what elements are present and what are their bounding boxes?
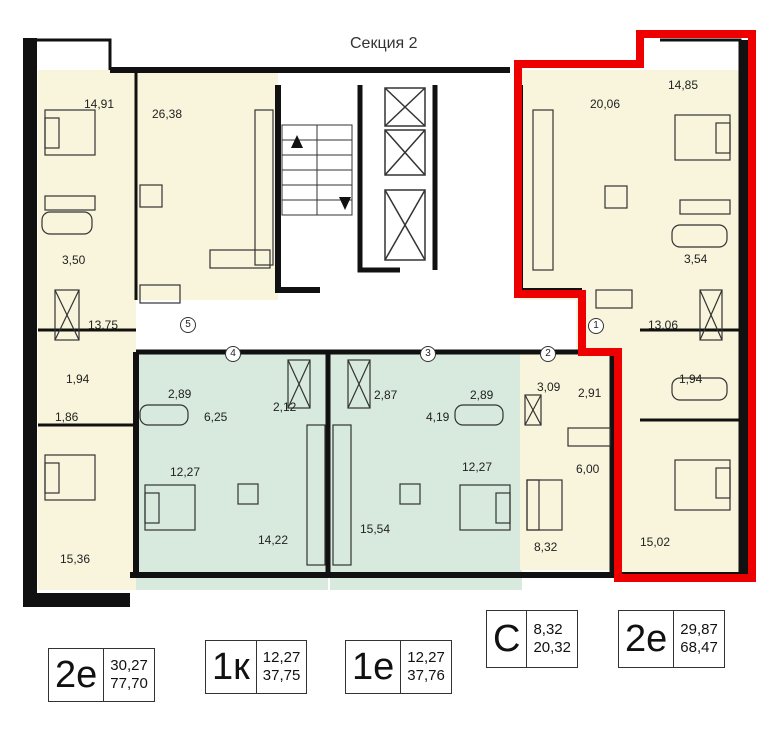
apartment-1k-fill xyxy=(136,352,328,590)
living-area: 12,27 xyxy=(262,649,301,666)
bathtubs xyxy=(41,211,728,426)
room-area-label: 15,02 xyxy=(640,535,671,549)
entrance-number-badge: 2 xyxy=(540,346,556,362)
kitchens xyxy=(209,109,611,566)
room-area-label: 6,25 xyxy=(204,410,228,424)
room-area-label: 14,91 xyxy=(84,97,115,111)
apartment-type: 2е xyxy=(619,611,675,667)
entrance-number-badge: 3 xyxy=(420,346,436,362)
core-fill xyxy=(278,70,518,340)
total-area: 20,32 xyxy=(533,639,571,656)
room-area-label: 20,06 xyxy=(590,97,621,111)
room-area-label: 15,36 xyxy=(60,552,91,566)
studio-sofa xyxy=(526,479,563,531)
apartment-legend-1e: 1е 12,27 37,76 xyxy=(345,640,452,694)
apartment-type: 1к xyxy=(206,641,257,693)
living-area: 12,27 xyxy=(407,649,445,666)
room-area-label: 3,09 xyxy=(537,380,561,394)
room-area-label: 1,94 xyxy=(66,372,90,386)
room-area-label: 8,32 xyxy=(534,540,558,554)
living-area: 30,27 xyxy=(110,657,148,674)
room-area-label: 2,91 xyxy=(578,386,602,400)
walls xyxy=(23,38,751,607)
entrance-number-badge: 4 xyxy=(225,346,241,362)
room-area-label: 2,87 xyxy=(374,388,398,402)
room-area-label: 14,22 xyxy=(258,533,289,547)
corridor xyxy=(136,300,576,352)
room-area-label: 12,27 xyxy=(462,460,493,474)
total-area: 37,76 xyxy=(407,667,445,684)
stair-up-arrow xyxy=(291,135,303,148)
stair-down-arrow xyxy=(339,197,351,210)
room-area-label: 13,75 xyxy=(88,318,119,332)
selected-apartment-highlight xyxy=(514,30,756,582)
living-area: 29,87 xyxy=(680,621,718,638)
total-area: 37,75 xyxy=(262,667,301,684)
beds xyxy=(44,109,731,531)
room-area-label: 3,50 xyxy=(62,253,86,267)
room-area-label: 14,85 xyxy=(668,78,699,92)
section-title: Секция 2 xyxy=(350,35,418,52)
room-area-label: 13,06 xyxy=(648,318,679,332)
room-area-label: 2,89 xyxy=(470,388,494,402)
entrance-number-badge: 1 xyxy=(588,318,604,334)
apartment-legend-2e-left: 2е 30,27 77,70 xyxy=(48,648,155,702)
room-area-label: 1,94 xyxy=(679,372,703,386)
total-area: 77,70 xyxy=(110,675,148,692)
dining-tables xyxy=(139,184,628,505)
apartment-legend-studio: С 8,32 20,32 xyxy=(486,610,578,668)
room-area-label: 4,19 xyxy=(426,410,450,424)
elevator-shafts xyxy=(384,87,426,261)
total-area: 68,47 xyxy=(680,639,718,656)
room-area-label: 26,38 xyxy=(152,107,183,121)
ventilation-shafts xyxy=(44,195,731,426)
room-area-label: 12,27 xyxy=(170,465,201,479)
room-area-label: 1,86 xyxy=(55,410,79,424)
apartment-type: 2е xyxy=(49,649,105,701)
room-area-label: 15,54 xyxy=(360,522,391,536)
room-area-label: 3,54 xyxy=(684,252,708,266)
room-area-label: 2,89 xyxy=(168,387,192,401)
staircase xyxy=(281,124,353,216)
room-area-label: 2,12 xyxy=(273,400,297,414)
apartment-type: 1е xyxy=(346,641,402,693)
apartment-legend-1k: 1к 12,27 37,75 xyxy=(205,640,308,694)
room-area-label: 6,00 xyxy=(576,462,600,476)
apartment-type: С xyxy=(487,611,528,667)
living-area: 8,32 xyxy=(533,621,563,638)
apartment-legend-2e-right: 2е 29,87 68,47 xyxy=(618,610,725,668)
entrance-number-badge: 5 xyxy=(180,317,196,333)
